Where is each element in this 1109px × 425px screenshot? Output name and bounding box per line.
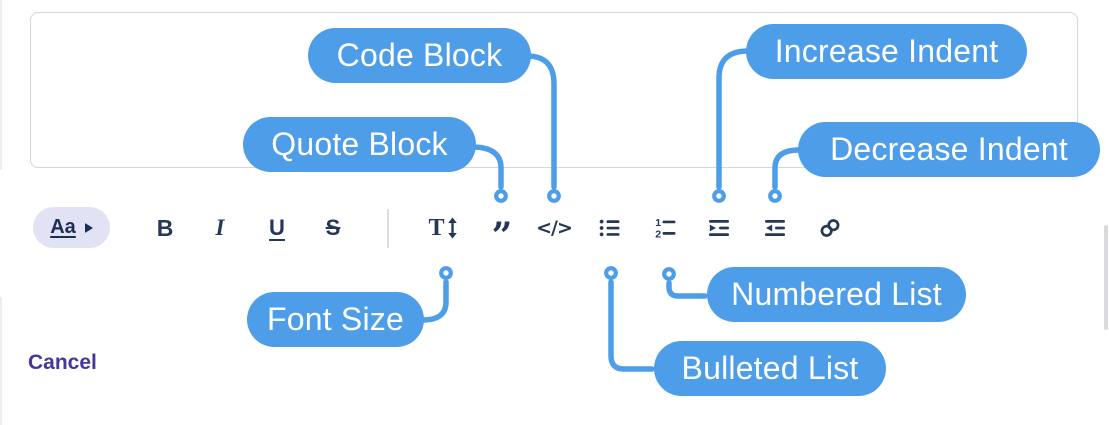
connector-bulleted-list	[608, 279, 655, 372]
quote-block-button[interactable]: ”	[479, 206, 523, 257]
left-page-edge	[0, 0, 2, 170]
ring-decrease-indent	[768, 189, 782, 203]
ring-increase-indent	[712, 189, 726, 203]
callout-increase-indent: Increase Indent	[746, 24, 1027, 79]
ring-font-size	[439, 266, 453, 280]
increase-indent-button[interactable]	[697, 206, 741, 250]
callout-bulleted-list: Bulleted List	[654, 341, 886, 396]
caret-right-icon	[84, 222, 93, 233]
bulleted-list-icon	[599, 219, 620, 237]
bulleted-list-button[interactable]	[588, 206, 632, 250]
font-style-label: Aa	[50, 216, 76, 238]
numbered-list-icon: 1 2	[655, 217, 676, 240]
svg-text:2: 2	[655, 228, 661, 240]
link-button[interactable]	[808, 206, 852, 250]
italic-button[interactable]: I	[215, 215, 225, 240]
decrease-indent-icon	[765, 220, 785, 236]
ring-code	[547, 189, 561, 203]
callout-quote-block: Quote Block	[243, 117, 476, 172]
font-size-button[interactable]: T	[421, 206, 465, 250]
toolbar-divider	[387, 209, 389, 248]
scrollbar-thumb[interactable]	[1104, 225, 1108, 330]
underline-button[interactable]: U	[269, 215, 285, 240]
bold-button[interactable]: B	[156, 214, 174, 241]
strikethrough-button[interactable]: S	[325, 215, 341, 240]
quote-icon: ”	[491, 215, 513, 257]
ring-bulleted	[604, 266, 618, 280]
increase-indent-icon	[709, 220, 729, 236]
font-style-button[interactable]: Aa	[33, 207, 110, 248]
connector-font-size	[420, 279, 449, 323]
callout-decrease-indent: Decrease Indent	[798, 122, 1100, 177]
left-page-edge	[0, 297, 2, 425]
vertical-arrows-icon	[447, 217, 457, 239]
ring-quote	[494, 189, 508, 203]
connector-numbered-list	[666, 280, 708, 299]
numbered-list-button[interactable]: 1 2	[644, 206, 688, 250]
callout-font-size: Font Size	[247, 292, 424, 347]
callout-numbered-list: Numbered List	[707, 267, 966, 322]
cancel-button[interactable]: Cancel	[28, 351, 97, 374]
ring-numbered	[662, 267, 676, 281]
font-size-letter: T	[428, 214, 445, 241]
link-icon	[820, 219, 840, 237]
callout-code-block: Code Block	[308, 28, 531, 83]
code-block-button[interactable]: </>	[536, 217, 573, 239]
decrease-indent-button[interactable]	[753, 206, 797, 250]
svg-text:1: 1	[655, 217, 661, 229]
